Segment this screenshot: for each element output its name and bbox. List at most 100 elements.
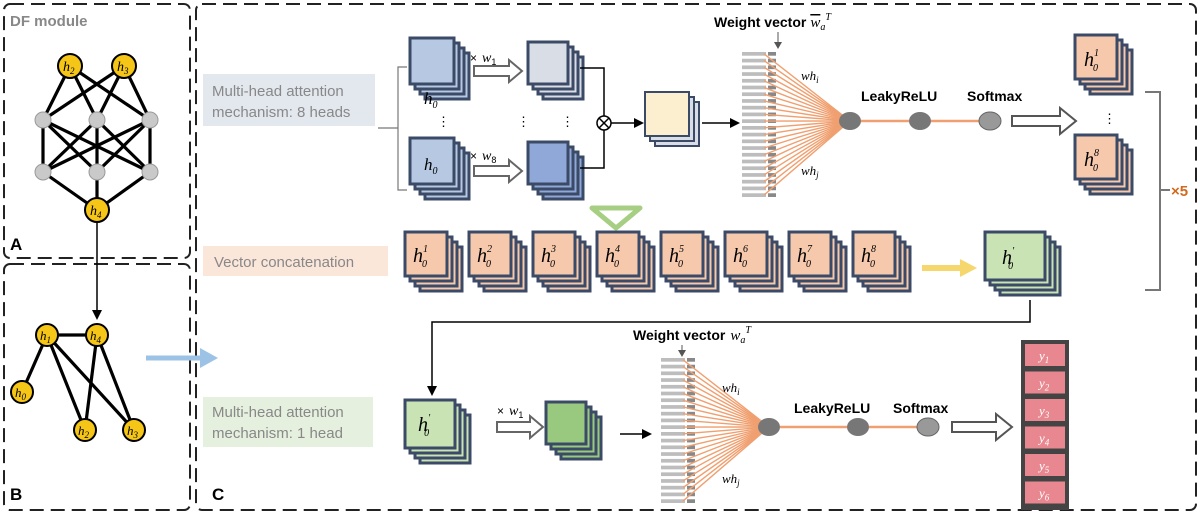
top-fan-19: [763, 120, 851, 183]
panel-b-node-h0: h0: [10, 380, 34, 404]
top-fan-7: [763, 100, 851, 122]
panel-b-edges: [20, 333, 136, 432]
panel-a-node-h3: h3: [111, 53, 137, 79]
bottom-fan-3: [682, 379, 770, 428]
bottom-bar-21: [661, 499, 685, 503]
concat-stack-3: [531, 230, 592, 293]
bottom-bar-dark-5: [687, 391, 695, 396]
top-bar-5: [742, 85, 766, 90]
top-fan-20: [763, 120, 851, 189]
top-leaky-node: [909, 112, 931, 130]
bottom-output-arrow: [951, 411, 1014, 443]
top-label-line2: mechanism: 8 heads: [212, 104, 350, 121]
top-weight-pointer-head: [774, 42, 782, 49]
top-bar-18: [742, 173, 766, 177]
panel-b-node-h1: h1: [35, 323, 59, 347]
top-fan-17: [763, 120, 851, 169]
top-whj-label: whj: [801, 163, 819, 180]
output-y5: [1025, 454, 1065, 476]
top-bar-dark-3: [768, 72, 776, 76]
top-bar-dark-7: [768, 99, 776, 103]
panel-b-node-h2: h2: [73, 418, 97, 442]
bottom-fan-16: [682, 426, 770, 469]
output-y5-label: y5: [1037, 458, 1050, 475]
svg-text:h1: h1: [40, 328, 51, 345]
bottom-bar-10: [661, 425, 685, 429]
top-hollow-arrow-8: [473, 157, 524, 185]
bottom-bar-dark-7: [687, 405, 695, 409]
svg-text:h4: h4: [90, 204, 102, 220]
top-bar-15: [742, 152, 766, 157]
top-bar-0: [742, 52, 766, 56]
bottom-attention-block: [661, 358, 940, 503]
bottom-fan-18: [682, 426, 770, 482]
concat-stack-6: [723, 230, 784, 293]
top-softmax-label: Softmax: [967, 88, 1022, 104]
top-label-bg: [203, 74, 375, 126]
top-proj-stack-1: [526, 40, 585, 101]
heads-bracket: [397, 66, 407, 191]
bottom-hollow-arrow: [496, 413, 545, 441]
top-bar-1: [742, 58, 766, 63]
bottom-bar-1: [661, 364, 685, 369]
top-bar-12: [742, 132, 766, 137]
top-input-stack-8: [408, 136, 471, 201]
top-bar-16: [742, 159, 766, 164]
top-output-stack-1: [1073, 33, 1134, 96]
bottom-bar-16: [661, 465, 685, 470]
top-fan-16: [763, 120, 851, 163]
bottom-label-line1: Multi-head attention: [212, 404, 344, 421]
top-fan-5: [763, 86, 851, 122]
bottom-fan-13: [682, 426, 770, 448]
bottom-bar-20: [661, 492, 685, 497]
bottom-fan-11: [682, 426, 770, 435]
dots-input: ⋮: [437, 114, 450, 129]
bottom-fan-5: [682, 392, 770, 428]
bottom-attention-node: [758, 418, 780, 436]
concat-operator-icon: [596, 115, 612, 131]
bottom-bar-2: [661, 371, 685, 376]
svg-text:h2: h2: [63, 60, 75, 76]
bottom-bar-12: [661, 438, 685, 443]
top-output-arrow: [1011, 105, 1078, 137]
bottom-fan-8: [682, 412, 770, 428]
bottom-bar-dark-6: [687, 398, 695, 403]
bottom-bar-7: [661, 405, 685, 409]
bottom-bar-9: [661, 418, 685, 423]
bottom-bar-5: [661, 391, 685, 396]
output-y4: [1025, 426, 1065, 449]
top-fan-8: [763, 106, 851, 122]
concat-yellow-arrow: [922, 259, 977, 277]
bottom-bar-dark-13: [687, 445, 695, 450]
top-bar-dark-6: [768, 92, 776, 97]
bottom-softmax-node: [916, 417, 940, 437]
top-bar-dark-2: [768, 65, 776, 70]
bottom-input-label: h'0: [418, 413, 431, 439]
bottom-bar-dark-17: [687, 472, 695, 477]
top-whi-label: whi: [801, 68, 819, 85]
concat-stack-7: [787, 230, 848, 293]
top-bar-21: [742, 193, 766, 197]
concat-stack-8: [851, 230, 912, 293]
bottom-bar-dark-3: [687, 378, 695, 382]
bottom-bar-dark-0: [687, 358, 695, 362]
top-fan-1: [763, 59, 851, 122]
output-y6: [1025, 481, 1065, 504]
concat-stack-2: [467, 230, 528, 293]
top-bar-14: [742, 146, 766, 150]
output-y2-label: y2: [1037, 376, 1050, 393]
top-bar-4: [742, 78, 766, 83]
concat-result-stack: [983, 230, 1062, 297]
panel-c-letter: C: [212, 485, 224, 504]
output-y4-label: y4: [1037, 431, 1050, 448]
b-to-c-arrow: [146, 348, 218, 368]
